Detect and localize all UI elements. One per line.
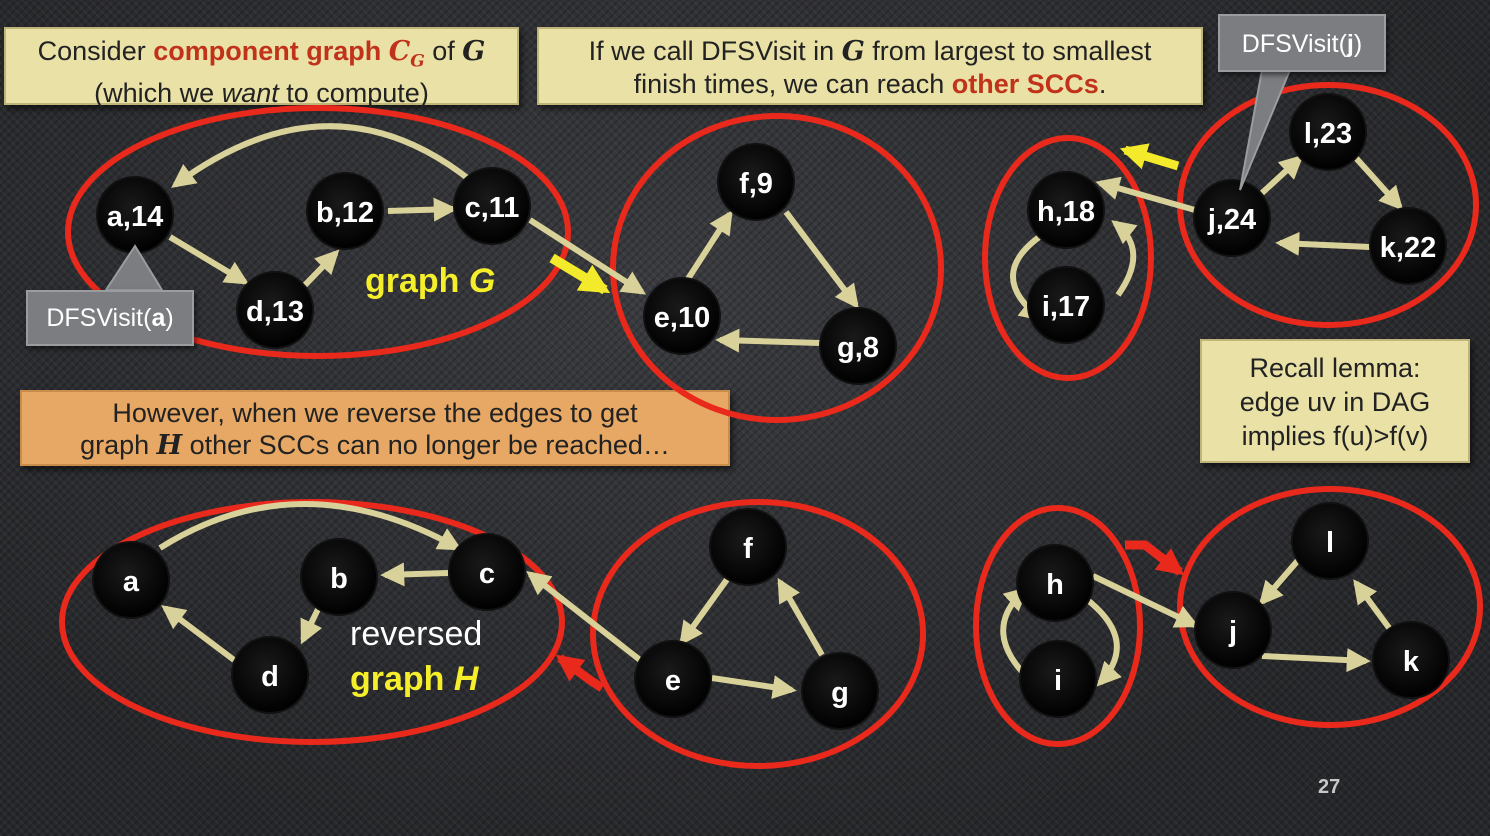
svg-text:f,9: f,9 <box>739 168 773 200</box>
dfs-visit-j-tag: DFSVisit(j) <box>1218 14 1386 72</box>
yellow-arrow-component <box>549 253 611 295</box>
svg-text:d: d <box>261 661 279 693</box>
edge-l-k <box>1353 155 1404 211</box>
edge-l-j-rev <box>1258 556 1303 606</box>
edge-g-f-rev <box>777 577 825 657</box>
node-d-bottom: d <box>231 636 309 714</box>
edge-d-a-rev <box>161 605 236 663</box>
dfs-visit-a-tag: DFSVisit(a) <box>26 290 194 346</box>
edge-c-b-rev <box>380 562 449 587</box>
svg-text:j,24: j,24 <box>1207 204 1256 236</box>
node-d-top: d,13 <box>236 271 314 349</box>
svg-text:a,14: a,14 <box>107 201 163 233</box>
node-h-top: h,18 <box>1027 171 1105 249</box>
node-a-top: a,14 <box>96 176 174 254</box>
svg-text:c: c <box>479 558 495 590</box>
svg-text:l,23: l,23 <box>1304 118 1352 150</box>
node-c-top: c,11 <box>453 167 531 245</box>
svg-text:i: i <box>1054 665 1062 697</box>
node-a-bottom: a <box>92 541 170 619</box>
node-i-bottom: i <box>1019 640 1097 718</box>
svg-text:h,18: h,18 <box>1037 196 1095 228</box>
edge-e-c-rev <box>526 571 642 663</box>
svg-text:b: b <box>330 563 348 595</box>
edge-a-c-rev <box>158 501 463 551</box>
red-arrow-efg-to-abcd <box>555 654 605 692</box>
red-arrow-hi-to-jkl <box>1125 540 1185 576</box>
svg-text:a: a <box>123 566 140 598</box>
node-c-bottom: c <box>448 533 526 611</box>
node-l-bottom: l <box>1291 502 1369 580</box>
scc-hi-top <box>982 135 1154 381</box>
however-callout: However, when we reverse the edges to ge… <box>20 390 730 466</box>
node-b-bottom: b <box>300 538 378 616</box>
edge-j-l <box>1259 154 1304 196</box>
edge-k-j <box>1275 231 1371 256</box>
edge-g-e <box>715 328 821 353</box>
edge-h-j-rev <box>1091 573 1200 628</box>
node-j-bottom: j <box>1194 591 1272 669</box>
node-f-bottom: f <box>709 508 787 586</box>
bottom-edges <box>158 501 1401 700</box>
reversed-label: reversed <box>350 615 482 653</box>
svg-text:e,10: e,10 <box>654 302 710 334</box>
graph-g-label: graph G <box>365 262 495 300</box>
node-h-bottom: h <box>1016 544 1094 622</box>
bottom-nodes: a b c d e f g h i j l k <box>92 502 1450 730</box>
edge-c-e <box>528 217 647 295</box>
edge-d-b <box>302 249 340 288</box>
node-j-top: j,24 <box>1193 179 1271 257</box>
svg-text:j: j <box>1228 616 1237 648</box>
node-e-bottom: e <box>634 640 712 718</box>
node-l-top: l,23 <box>1289 93 1367 171</box>
edge-a-d <box>168 234 250 285</box>
page-number: 27 <box>1318 776 1341 798</box>
node-k-top: k,22 <box>1369 207 1447 285</box>
scc-efg-top <box>610 113 944 423</box>
edge-f-g <box>783 210 859 309</box>
dfs-a-pointer <box>104 244 164 291</box>
svg-text:f: f <box>743 533 753 565</box>
edge-e-g-rev <box>711 675 797 700</box>
graph-h-label: graph H <box>350 660 480 698</box>
edge-i-h-rev <box>1000 586 1031 681</box>
node-g-top: g,8 <box>819 307 897 385</box>
node-f-top: f,9 <box>717 143 795 221</box>
edge-h-i-rev <box>1083 595 1122 687</box>
node-g-bottom: g <box>801 652 879 730</box>
edge-j-k-rev <box>1261 648 1371 673</box>
svg-text:i,17: i,17 <box>1042 291 1090 323</box>
svg-text:k,22: k,22 <box>1380 232 1436 264</box>
yellow-arrow-jkl-to-hi <box>1119 143 1180 171</box>
edge-e-f <box>681 209 733 287</box>
component-graph-callout: Consider component graph CG of G (which … <box>4 27 519 108</box>
svg-text:l: l <box>1326 527 1334 559</box>
dfs-order-callout: If we call DFSVisit in G from largest to… <box>537 27 1203 105</box>
svg-text:c,11: c,11 <box>465 192 520 224</box>
svg-text:k: k <box>1403 646 1420 678</box>
node-b-top: b,12 <box>306 172 384 250</box>
edge-b-c <box>387 197 458 222</box>
edge-c-a <box>171 123 472 188</box>
svg-text:g,8: g,8 <box>837 332 879 364</box>
node-e-top: e,10 <box>643 277 721 355</box>
edge-b-d-rev <box>300 603 323 645</box>
svg-text:h: h <box>1046 569 1064 601</box>
scc-efg-bottom <box>590 499 926 769</box>
node-k-bottom: k <box>1372 621 1450 699</box>
svg-text:d,13: d,13 <box>246 296 304 328</box>
svg-text:b,12: b,12 <box>316 197 374 229</box>
scc-abcd-top <box>65 105 571 359</box>
edge-j-h <box>1095 176 1196 213</box>
edge-i-h <box>1111 220 1138 297</box>
edge-f-e-rev <box>679 576 731 646</box>
svg-text:e: e <box>665 665 681 697</box>
svg-text:g: g <box>831 677 849 709</box>
top-nodes: a,14 b,12 c,11 d,13 e,10 f,9 g,8 h,18 i,… <box>96 93 1447 385</box>
node-i-top: i,17 <box>1027 266 1105 344</box>
lemma-callout: Recall lemma: edge uv in DAG implies f(u… <box>1200 339 1470 463</box>
scc-hi-bottom <box>973 505 1143 747</box>
